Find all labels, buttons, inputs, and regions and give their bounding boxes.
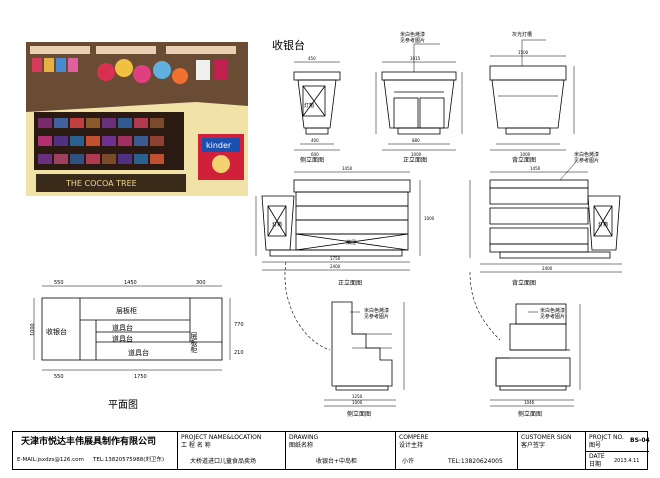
dim-big-w3: 2400 [330,264,341,269]
dim-front-w3: 1000 [411,152,422,157]
drawing-value: 收银台+中岛柜 [316,458,358,465]
side-elevation-bottom-1 [324,301,405,407]
note-top-front-2: 见参考图片 [400,37,425,44]
drawing-label-en: DRAWING [289,434,319,441]
project-no-label-cn: 图号 [589,442,602,449]
label-side-bottom-2: 侧立面图 [518,410,542,418]
note-mid-1: 米白色烤漆 [574,151,599,158]
drawing-cell: DRAWING 图纸名称 收银台+中岛柜 [286,432,396,469]
dim-side-w: 450 [308,56,316,61]
project-label-cn: 工 程 名 称 [181,442,211,449]
dim-back-w: 1500 [518,50,529,55]
back-light-box: 灯箱 [598,221,608,228]
dim-back-w2: 1000 [520,152,531,157]
project-label-en: PROJECT NAME&LOCATION [181,434,262,441]
side-elevation-bottom-2 [490,303,581,407]
customer-label-cn: 客户签字 [521,442,546,449]
note-mid-2: 见参考图片 [574,157,599,164]
project-no-value: BS-04 [630,437,650,444]
dim-big-w2: 1750 [330,256,341,261]
side-elevation-top [293,61,341,151]
customer-cell: CUSTOMER SIGN 客户签字 [518,432,586,469]
plan-shelf-cabinet: 层板柜 [116,306,137,315]
note-bottom-1a: 米白色烤漆 [364,307,389,314]
compere-cell: COMPERE 设计主持 小许 TEL:13820624005 [396,432,518,469]
plan-view-label: 平面图 [108,399,138,411]
dim-front-w2: 880 [412,138,420,143]
front-light-box: 灯箱 [272,221,282,228]
plan-dim-right-2: 210 [234,350,244,356]
dim-front-w: 1015 [410,56,421,61]
note-bottom-2b: 见参考图片 [540,313,565,320]
date-label-cn: 日期 [589,461,602,468]
dim-back-main-w2: 2400 [542,266,553,271]
company-tel: TEL:13820575988(刘卫东) [93,457,165,463]
plan-cashier: 收银台 [46,327,67,336]
dim-small-w3: 1046 [524,400,535,405]
project-number-cell: PROJCT NO. 图号 BS-04 DATE 日期 2013.4.11 [586,432,650,469]
reference-photo: THE COCOA TREE kinder [26,42,248,196]
project-cell: PROJECT NAME&LOCATION 工 程 名 称 大桥道进口儿童食品卖… [178,432,286,469]
plan-dim-top-3: 300 [196,280,206,286]
compere-label-en: COMPERE [399,434,429,441]
photo-brand-text: THE COCOA TREE [65,179,137,188]
plan-prop-table-3: 道具台 [128,348,149,357]
label-back-top: 背立面图 [512,156,536,164]
customer-label-en: CUSTOMER SIGN [521,434,572,441]
title-block: 天津市悦达丰伟展具制作有限公司 E-MAIL:jsxdzs@126.com TE… [12,431,650,470]
plan-dim-right-1: 770 [234,322,244,328]
plan-dim-top-1: 550 [54,280,64,286]
dim-side-w2: 400 [311,138,319,143]
label-front-top: 正立面图 [403,156,427,164]
company-email: E-MAIL:jsxdzs@126.com [17,457,84,463]
technical-drawing: 收银台 米白色烤漆 见参考图片 灰光灯槽 侧立面图 正立面图 背立面图 灯箱 米… [30,31,622,418]
main-title: 收银台 [272,38,305,52]
note-bottom-1b: 见参考图片 [364,313,389,320]
note-top-back: 灰光灯槽 [512,31,532,38]
back-elevation-top [489,55,575,151]
dim-side-w3: 600 [311,152,319,157]
dim-big-h: 1000 [424,216,435,221]
front-elevation-main [255,171,421,271]
plan-prop-table-2: 道具台 [112,334,133,343]
date-value: 2013.4.11 [614,458,640,464]
compere-tel: TEL:13820624005 [448,458,503,465]
drawing-label-cn: 图纸名称 [289,442,314,449]
dim-big-w: 1450 [342,166,353,171]
plan-dim-left: 1000 [30,323,36,336]
label-back-main: 背立面图 [512,279,536,287]
plan-dim-bottom-1: 550 [54,374,64,380]
note-bottom-2a: 米白色烤漆 [540,307,565,314]
note-top-front-1: 米白色烤漆 [400,31,425,38]
project-value: 大桥道进口儿童食品卖场 [190,458,257,465]
photo-box-text: kinder [206,141,232,150]
back-elevation-main [469,171,622,273]
plan-prop-table-1: 道具台 [112,323,133,332]
label-side-top: 侧立面图 [300,156,324,164]
compere-value: 小许 [402,458,415,465]
reference-photo-illustration: THE COCOA TREE kinder [26,42,248,196]
project-no-label-en: PROJCT NO. [589,434,624,441]
compere-label-cn: 设计主持 [399,442,424,449]
plan-dim-bottom-2: 1750 [134,374,147,380]
plan-view [33,285,231,371]
dim-small-w: 1250 [352,394,363,399]
plan-shelf-cabinet-vertical: 层板柜 [190,332,198,354]
label-side-bottom-1: 侧立面图 [347,410,371,418]
front-drawer: 抽屉 [346,239,356,246]
company-cell: 天津市悦达丰伟展具制作有限公司 E-MAIL:jsxdzs@126.com TE… [13,432,178,469]
side-light-box: 灯箱 [304,102,314,109]
front-elevation-top [375,61,463,151]
date-label-en: DATE [589,453,605,460]
label-front-main: 正立面图 [338,279,362,287]
dim-back-main-w: 1450 [530,166,541,171]
dim-small-w2: 1000 [352,400,363,405]
company-name: 天津市悦达丰伟展具制作有限公司 [21,437,157,447]
plan-dim-top-2: 1450 [124,280,137,286]
